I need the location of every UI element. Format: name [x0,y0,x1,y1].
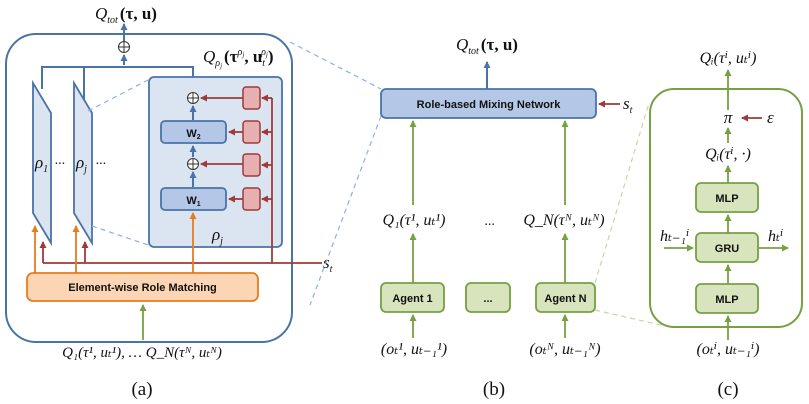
sum-node-inner-top [187,92,199,104]
panel-a-frame [5,33,293,343]
zoom-guide-top [87,79,149,112]
rhoj-label: ρj [75,153,87,175]
q-ellipsis: ... [485,214,496,229]
agent-detail-frame [649,88,803,328]
hypernet-rho1 [32,79,52,247]
qi-mid-label: Qᵢ(τⁱ, ·) [705,146,751,163]
mixing-network-box [380,88,597,119]
mlp-top-label: MLP [715,193,738,205]
ellipsis-2: ... [96,153,107,168]
qi-output-label: Qᵢ(τⁱ, uₜⁱ) [700,50,757,67]
agent-ellipsis-box [465,282,511,313]
epsilon-label: ε [767,108,774,127]
w2-label: W2 [186,128,200,141]
w1-label: W1 [186,195,200,208]
agent-1-box [380,282,445,313]
panel-b-state-label: st [623,94,633,116]
hypernet-rhoj [73,79,93,247]
panel-b-qtot-label: Qtot(τ, u) [456,35,518,57]
panel-c: Qᵢ(τⁱ, uₜⁱ) π ε Qᵢ(τⁱ, ·) MLP GRU hₜ₋₁ⁱ … [649,50,803,400]
caption-a: (a) [131,379,152,400]
hyper-bias2-box [242,86,261,110]
mlp-top-box [695,182,759,213]
rho-box-label: ρj [211,225,223,247]
obsn-label: (oₜᴺ, uₜ₋₁ᴺ) [529,341,600,358]
zoom-guide-bc-top [594,102,650,284]
agent-n-label: Agent N [544,293,586,305]
hyper-bias1-box [242,153,261,177]
rho1-label: ρ1 [34,153,48,175]
h-next-label: hₜⁱ [768,228,783,245]
q-rho-label: Qρj(τρj, utρj) [203,47,274,70]
zoom-guide-bottom [91,225,149,246]
q1-label: Q₁(τ¹, uₜ¹) [382,212,445,229]
zoom-guide-ab-bottom [309,115,382,306]
agent-ellipsis-label: ... [483,293,492,305]
panel-a-qtot-label: Qtot(τ, u) [95,4,157,26]
h-prev-label: hₜ₋₁ⁱ [660,228,689,245]
zoom-guide-bc-bottom [594,309,666,327]
mixing-network-label: Role-based Mixing Network [417,99,562,111]
panel-a-input-label: Q₁(τ¹, uₜ¹), … Q_N(τᴺ, uₜᴺ) [62,345,222,361]
rhoj-detail-box [148,76,283,248]
hyper-w1-box [242,187,261,211]
obs-input-label: (oₜⁱ, uₜ₋₁ⁱ) [697,341,760,358]
ellipsis-1: ... [55,153,66,168]
agent-1-label: Agent 1 [392,293,432,305]
obs1-label: (oₜ¹, uₜ₋₁¹) [381,341,447,358]
w1-layer [160,187,227,211]
gru-label: GRU [715,243,740,255]
qn-label: Q_N(τᴺ, uₜᴺ) [523,212,604,229]
sum-node-top [118,41,130,53]
caption-c: (c) [717,379,738,400]
zoom-guide-ab-top [289,41,382,90]
mlp-bottom-box [695,283,759,314]
role-matching-label: Element-wise Role Matching [68,282,217,294]
caption-b: (b) [483,379,505,400]
agent-n-box [535,282,596,313]
role-matching-box [26,272,259,302]
mlp-bottom-label: MLP [715,294,738,306]
panel-a-state-label: st [323,253,333,275]
panel-b: Qtot(τ, u) Role-based Mixing Network st … [380,35,633,400]
sum-node-inner-mid [187,158,199,170]
panel-a: Qtot(τ, u) Qρj(τρj, utρj) ρ1 ... ρj ... [5,4,333,400]
w2-layer [160,120,227,144]
pi-label: π [724,108,733,127]
hyper-w2-box [242,120,261,144]
